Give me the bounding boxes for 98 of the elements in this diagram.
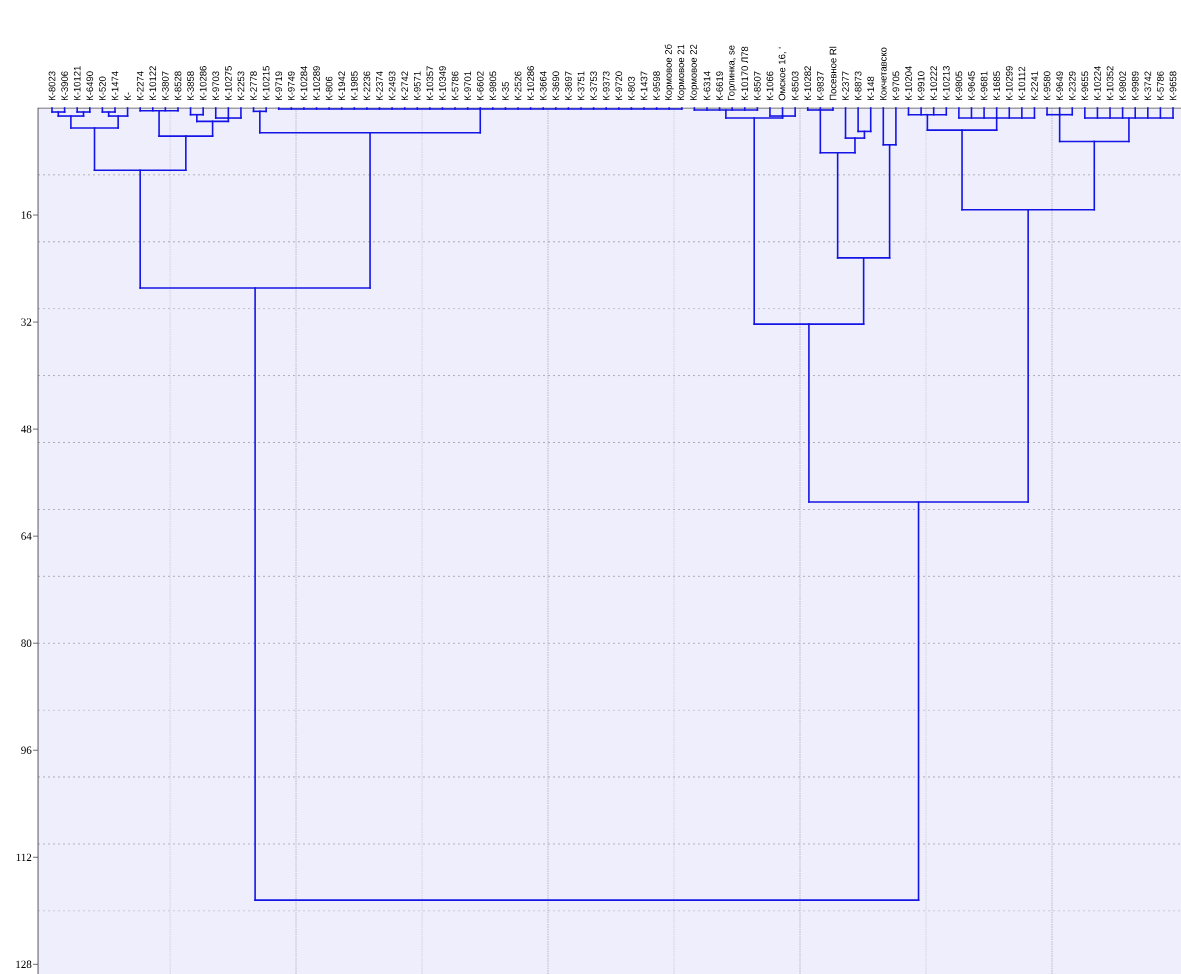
leaf-label: К-35 [502, 81, 509, 100]
leaf-label: К-10352 [1106, 66, 1114, 100]
leaf-label: К-5786 [451, 71, 459, 100]
leaf-label: К-9805 [489, 71, 497, 100]
leaf-label: К-10289 [313, 66, 320, 100]
leaf-label: К-3697 [565, 71, 572, 100]
leaf-label: К-10121 [73, 66, 81, 100]
leaf-label: К-1066 [766, 71, 774, 100]
axis-tick-label: 112 [16, 853, 32, 861]
leaf-label: Кормовое 21 [677, 44, 687, 100]
leaf-label: К-10299 [1005, 66, 1013, 100]
leaf-label: К-9571 [413, 71, 421, 100]
axis-tick-label: 32 [21, 318, 32, 326]
leaf-label: К-3807 [162, 71, 169, 100]
leaf-label: К-9580 [1043, 71, 1051, 100]
leaf-label: К-1474 [111, 71, 119, 100]
leaf-label: К-10122 [149, 66, 157, 100]
leaf-label: К-10275 [225, 66, 232, 100]
leaf-label: К-9802 [1119, 71, 1126, 100]
leaf-label: К-1685 [993, 71, 1001, 100]
leaf-label: К-9701 [464, 71, 471, 100]
leaf-label: К-6490 [86, 71, 94, 100]
leaf-label: К-2329 [1068, 71, 1076, 100]
leaf-label: К-3858 [187, 71, 194, 100]
leaf-label: К-1437 [640, 71, 648, 100]
leaf-label: К-8528 [174, 71, 182, 100]
leaf-label: К-10286 [527, 66, 534, 100]
axis-tick-label: 80 [21, 639, 32, 647]
leaf-label: К-1985 [350, 71, 358, 100]
leaf-label: К-2374 [376, 71, 383, 100]
leaf-label: К-8023 [48, 71, 56, 100]
leaf-label: К-10224 [1094, 65, 1101, 100]
leaf-label: К-1942 [338, 71, 346, 100]
leaf-label: К-9645 [968, 71, 975, 100]
leaf-label: Омское 16, ' [778, 47, 787, 101]
leaf-label: Посевное Rl [829, 46, 837, 101]
leaf-label: К-3753 [590, 71, 597, 100]
leaf-label: К-10357 [426, 66, 434, 100]
leaf-label: К-3742 [1144, 71, 1152, 100]
leaf-label: К-9649 [1056, 71, 1063, 100]
leaf-label: К-2241 [1031, 71, 1038, 100]
leaf-label: К-6619 [716, 71, 723, 100]
leaf-label: К-6602 [476, 71, 484, 100]
leaf-label: К-10213 [942, 66, 950, 100]
leaf-label: К-806 [325, 76, 333, 100]
leaf-label: К-10215 [262, 66, 270, 100]
leaf-label: К-8873 [854, 71, 862, 100]
leaf-label: К-10349 [439, 66, 446, 100]
leaf-label: К-9910 [917, 71, 925, 100]
leaf-label: К-2526 [514, 71, 522, 100]
axis-tick-label: 128 [16, 960, 32, 969]
leaf-label: К-6314 [703, 71, 711, 100]
axis-tick-label: 48 [21, 425, 32, 433]
leaf-label: К-5786 [1157, 71, 1164, 100]
leaf-label: К-2742 [401, 71, 408, 100]
leaf-label: К-9719 [275, 71, 283, 100]
leaf-label: Кормовое 2б [664, 44, 674, 100]
leaf-label: К-2778 [250, 71, 257, 100]
leaf-label: К-9598 [653, 71, 660, 100]
leaf-label: К-8503 [791, 71, 799, 100]
leaf-label: К-9720 [615, 71, 623, 100]
leaf-label: К-9373 [602, 71, 610, 100]
leaf-label: К-2274 [136, 71, 144, 100]
leaf-label: Горлинка, se [727, 45, 737, 100]
leaf-label: К-148 [867, 76, 875, 100]
leaf-label: К-10284 [300, 65, 308, 100]
leaf-label: К-9655 [1081, 71, 1089, 100]
leaf-label: К-10204 [905, 65, 912, 100]
leaf-label: К-9658 [1169, 71, 1177, 100]
leaf-label: К-3664 [539, 71, 547, 100]
leaf-label: К-520 [99, 76, 106, 100]
leaf-label: К-3751 [577, 71, 585, 100]
leaf-label: К-2493 [388, 71, 396, 100]
leaf-label: К-9837 [816, 71, 824, 100]
leaf-label: К-8507 [754, 71, 761, 100]
leaf-label: К- [124, 92, 131, 100]
leaf-label: К-9705 [892, 71, 900, 100]
leaf-label: К-803 [628, 76, 635, 100]
leaf-label: К-9681 [980, 71, 988, 100]
axis-tick-label: 16 [21, 211, 32, 219]
leaf-label: К-3690 [552, 71, 560, 100]
leaf-label: К-10112 [1018, 66, 1026, 100]
leaf-label: Кокчетавско [880, 47, 887, 100]
leaf-label: К-10286 [199, 66, 207, 100]
leaf-label: К-9749 [287, 71, 295, 100]
leaf-label: К-10170 Л78 [741, 46, 749, 100]
leaf-label: К-3906 [61, 71, 68, 100]
leaf-label: К-2377 [842, 71, 849, 100]
leaf-label: К-2253 [237, 71, 245, 100]
leaf-label: К-9703 [212, 71, 220, 100]
axis-tick-label: 96 [21, 746, 32, 754]
leaf-label: К-2236 [363, 71, 371, 100]
leaf-label: К-10222 [930, 66, 938, 100]
axis-tick-label: 64 [21, 532, 32, 540]
leaf-label: К-9805 [955, 71, 963, 100]
leaf-label: К-10282 [804, 66, 812, 100]
leaf-label: К-9989 [1131, 71, 1139, 100]
leaf-label: Кормовое 22 [690, 44, 699, 100]
